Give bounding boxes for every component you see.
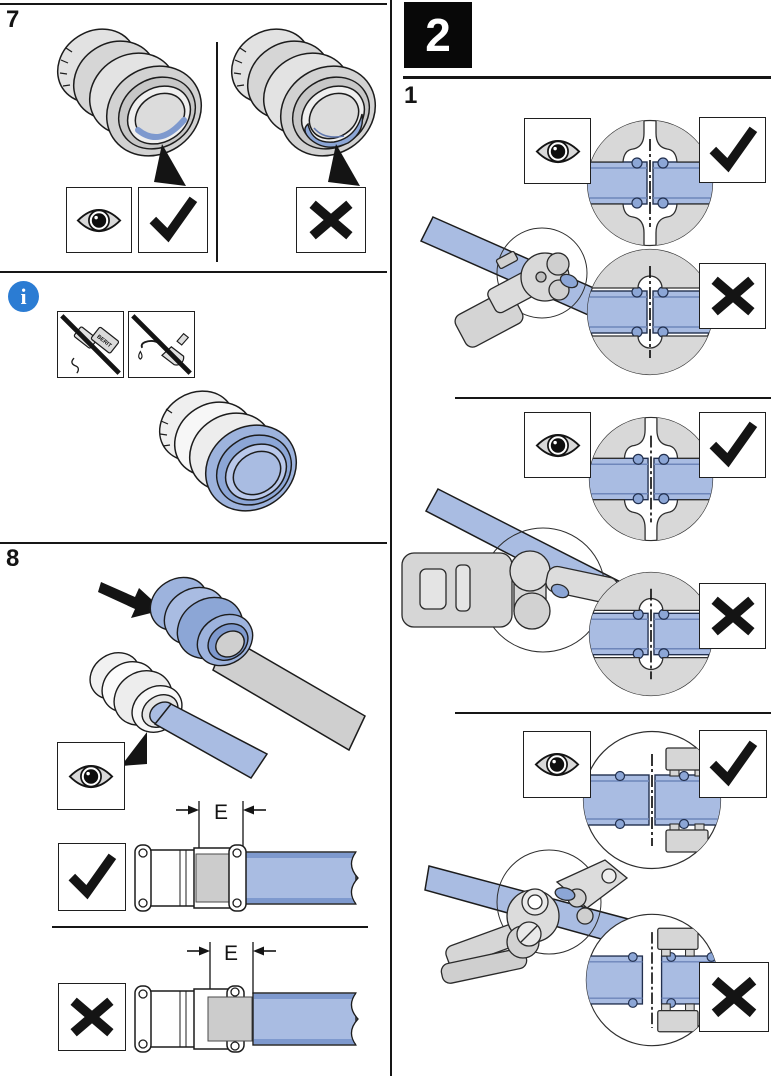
step7-number: 7 [6,6,20,33]
chapter-number-box: 2 [404,2,472,68]
check-icon [706,123,760,177]
incorrect-box-c [699,962,769,1032]
press-tool-adapter-jaw-illustration [401,488,648,653]
cross-icon [64,989,120,1045]
press-tool-body [454,250,579,348]
pipe-insertion-illustration [89,576,366,779]
correct-box-step8 [58,843,126,911]
callout-pointer-icon [328,144,360,186]
jaw-position-correct-detail [584,117,716,249]
step8-number: 8 [6,545,20,572]
no-oil-box [128,311,195,378]
plastic-pipe [153,703,269,779]
rule-top-left [0,3,387,5]
incorrect-box [296,187,366,253]
fitting-seal-incorrect-illustration [230,28,377,186]
check-icon [146,193,200,247]
depth-mark-zone-exposed [207,996,253,1042]
correct-box-a [699,117,766,183]
eye-box-b [524,412,591,478]
press-tool-gun-jaw-illustration [419,216,625,348]
dimension-label: E [224,942,238,965]
column-divider [390,0,392,1076]
detail-callout-circle [496,849,602,955]
insertion-depth-correct-diagram: E [134,801,375,912]
callout-pointer-icon [154,144,186,186]
flange-ribs [233,47,247,87]
cross-icon [705,588,761,644]
cross-icon [705,968,763,1026]
right-separator-2 [455,712,771,714]
jaw-position-incorrect-detail [586,569,716,699]
info-glyph: i [20,283,27,309]
correct-box-c [699,730,767,798]
fitting-seal-correct-illustration [56,28,203,186]
seal-ring-protruding [304,113,364,148]
fitting-profile [134,985,375,1053]
white-fitting [89,652,183,733]
step8-separator [52,926,368,928]
cross-icon [705,268,761,324]
check-icon [65,850,119,904]
detail-callout-circle [496,227,588,319]
eye-check-box [66,187,132,253]
correct-box-b [699,412,766,478]
callout-pointer-icon [121,732,147,766]
rule-left-2 [0,271,387,273]
fitting-profile [134,844,375,912]
chapter-step-number: 1 [404,82,418,109]
eye-icon [67,760,115,793]
incorrect-box-b [699,583,766,649]
blue-fitting [149,576,254,667]
eye-box-a [524,118,591,184]
check-icon [706,418,760,472]
insert-direction-arrow-icon [98,582,163,618]
no-oil-icon [131,314,192,375]
eye-icon [534,429,582,462]
correct-box [138,187,208,253]
info-icon: i [8,281,39,312]
press-tool-collar-illustration [424,849,648,984]
right-separator-1 [455,397,771,399]
rule-right-top [403,76,771,79]
dimension-label: E [214,801,228,824]
check-icon [706,737,760,791]
eye-box-c [523,731,591,798]
flange-ribs [159,408,173,447]
eye-icon [534,135,582,168]
cross-icon [303,192,359,248]
step7-panel-divider [216,42,218,262]
pipe-not-inserted [252,992,357,1046]
eye-box-step8 [57,742,125,810]
chapter-number: 2 [425,9,451,61]
press-tool-body [440,859,629,984]
rule-left-3 [0,542,387,544]
fitting-gasket-illustration [158,390,298,512]
no-lubricant-icon: BERIT [60,314,121,375]
jaw-position-correct-detail [586,414,716,544]
eye-icon [533,748,581,781]
incorrect-box-step8 [58,983,126,1051]
pipe-inserted [242,851,357,905]
insertion-depth-incorrect-diagram: E [134,942,375,1053]
seal-ring-correct [135,117,187,141]
incorrect-box-a [699,263,766,329]
flange-ribs [59,47,73,87]
no-lubricant-box: BERIT [57,311,124,378]
eye-icon [75,204,123,237]
jaw-position-incorrect-detail [584,246,716,378]
